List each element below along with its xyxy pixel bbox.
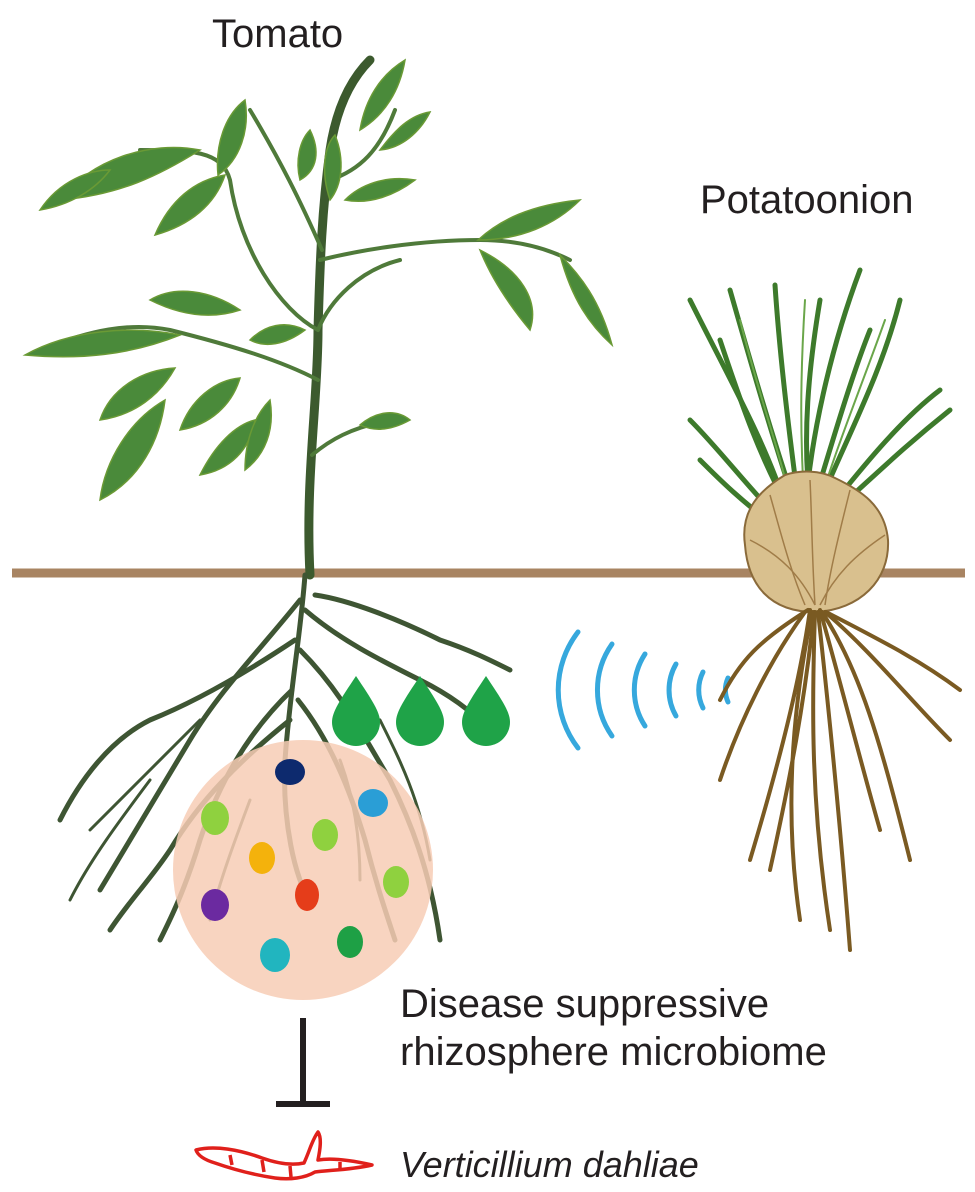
- potato-onion-plant-icon: [687, 267, 962, 952]
- droplet-icon: [332, 676, 510, 746]
- fungal-hypha-icon: [194, 1130, 374, 1181]
- onion-bulb: [743, 470, 890, 614]
- pathogen-label: Verticillium dahliae: [400, 1144, 699, 1185]
- microbiome-label-line2: rhizosphere microbiome: [400, 1030, 827, 1074]
- microbiome-label: Disease suppressive rhizosphere microbio…: [400, 980, 827, 1076]
- tomato-label: Tomato: [212, 12, 344, 56]
- signal-wave-icon: [555, 629, 731, 751]
- microbiome-label-line1: Disease suppressive: [400, 982, 770, 1026]
- potato-onion-label: Potatoonion: [700, 178, 914, 222]
- microbe-icon: [201, 759, 409, 972]
- inhibition-arrow-icon: [276, 1018, 330, 1107]
